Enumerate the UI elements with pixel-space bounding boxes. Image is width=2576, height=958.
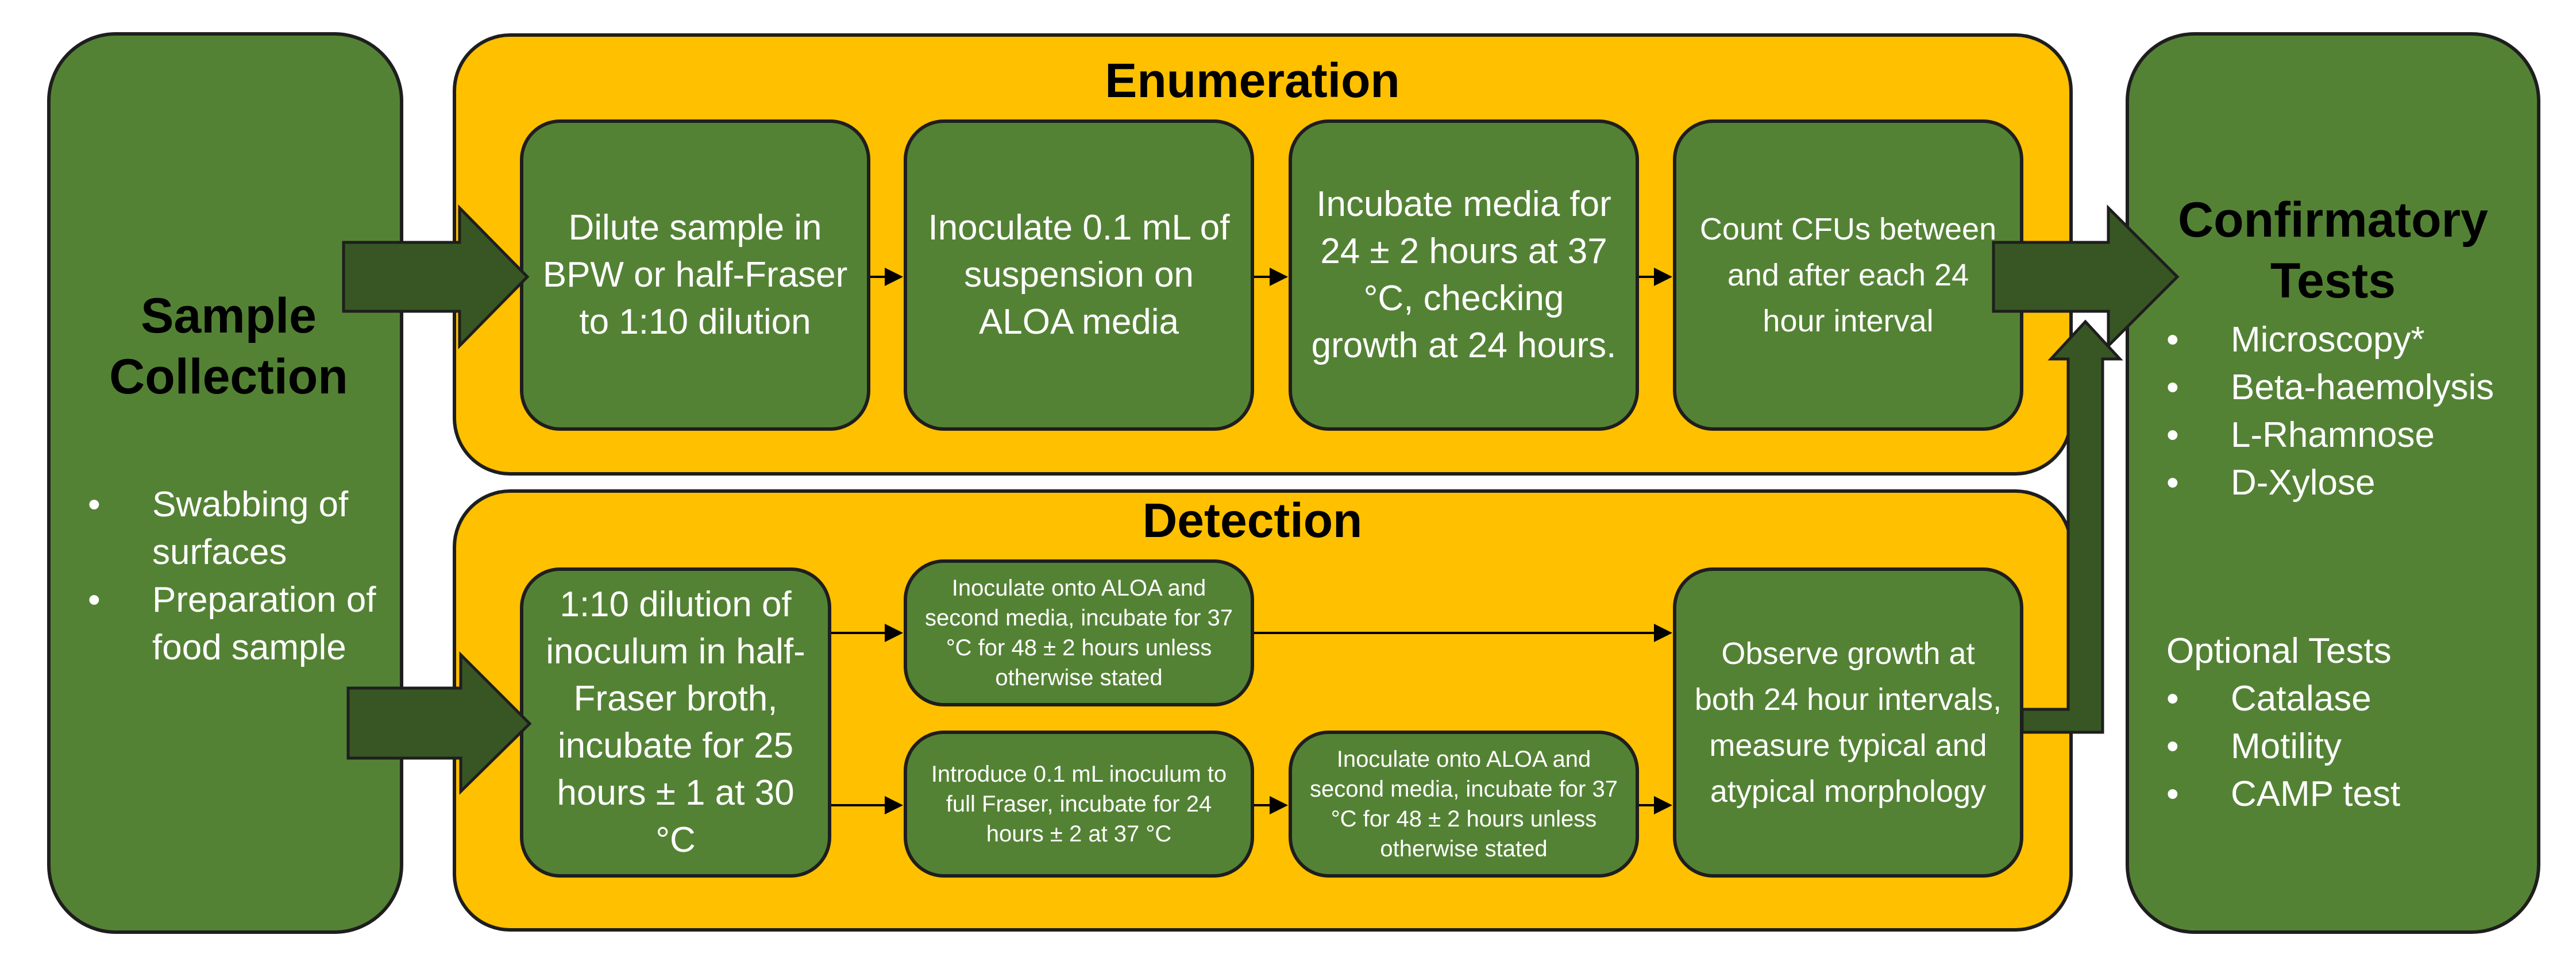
- optional-tests-heading: Optional Tests: [2166, 631, 2392, 671]
- detection-step-label: Inoculate onto ALOA and second media, in…: [925, 575, 1233, 690]
- confirmatory-tests-list: Microscopy* Beta-haemolysis L-Rhamnose D…: [2166, 316, 2523, 507]
- enumeration-step-incubate: Incubate media for 24 ± 2 hours at 37 °C…: [1289, 119, 1639, 431]
- confirmatory-test-item: L-Rhamnose: [2166, 411, 2523, 459]
- optional-test-item: Catalase: [2166, 675, 2523, 723]
- detection-step-label: Inoculate onto ALOA and second media, in…: [1310, 747, 1618, 862]
- detection-step-inoculate-second: Inoculate onto ALOA and second media, in…: [1289, 731, 1639, 878]
- confirmatory-panel: Confirmatory Tests Microscopy* Beta-haem…: [2126, 32, 2540, 934]
- sample-collection-panel: Sample Collection Swabbing of surfaces P…: [47, 32, 403, 934]
- enumeration-step-label: Incubate media for 24 ± 2 hours at 37 °C…: [1311, 184, 1617, 365]
- enumeration-title: Enumeration: [1105, 53, 1400, 107]
- optional-test-item: Motility: [2166, 723, 2523, 770]
- detection-step-dilution: 1:10 dilution of inoculum in half-Fraser…: [520, 567, 831, 878]
- enumeration-step-label: Inoculate 0.1 mL of suspension on ALOA m…: [928, 208, 1230, 342]
- confirmatory-test-item: Beta-haemolysis: [2166, 364, 2523, 411]
- sample-collection-title: Sample Collection: [109, 288, 348, 404]
- optional-tests-list: Catalase Motility CAMP test: [2166, 675, 2523, 818]
- sample-collection-item: Preparation of food sample: [88, 576, 398, 671]
- sample-collection-list: Swabbing of surfaces Preparation of food…: [88, 481, 398, 671]
- block-arrow-to-enumeration: [342, 204, 530, 350]
- confirmatory-title: Confirmatory Tests: [2178, 192, 2488, 308]
- detection-step-label: Introduce 0.1 mL inoculum to full Fraser…: [931, 762, 1227, 847]
- detection-step-label: 1:10 dilution of inoculum in half-Fraser…: [546, 585, 805, 860]
- sample-collection-item: Swabbing of surfaces: [88, 481, 398, 576]
- detection-step-label: Observe growth at both 24 hour intervals…: [1694, 636, 2002, 809]
- enumeration-step-inoculate: Inoculate 0.1 mL of suspension on ALOA m…: [904, 119, 1254, 431]
- optional-test-item: CAMP test: [2166, 770, 2523, 818]
- block-arrow-to-detection: [346, 651, 532, 795]
- detection-title: Detection: [1142, 493, 1363, 547]
- confirmatory-test-item: D-Xylose: [2166, 459, 2523, 507]
- detection-step-observe: Observe growth at both 24 hour intervals…: [1673, 567, 2023, 878]
- enumeration-step-label: Dilute sample in BPW or half-Fraser to 1…: [542, 208, 848, 342]
- block-arrow-to-confirmatory: [1992, 204, 2180, 350]
- confirmatory-test-item: Microscopy*: [2166, 316, 2523, 364]
- enumeration-step-dilute: Dilute sample in BPW or half-Fraser to 1…: [520, 119, 870, 431]
- enumeration-step-count: Count CFUs between and after each 24 hou…: [1673, 119, 2023, 431]
- detection-step-full-fraser: Introduce 0.1 mL inoculum to full Fraser…: [904, 731, 1254, 878]
- elbow-arrow-detection-to-confirmatory: [2020, 319, 2123, 734]
- detection-step-inoculate-aloa: Inoculate onto ALOA and second media, in…: [904, 559, 1254, 706]
- enumeration-step-label: Count CFUs between and after each 24 hou…: [1699, 212, 1997, 338]
